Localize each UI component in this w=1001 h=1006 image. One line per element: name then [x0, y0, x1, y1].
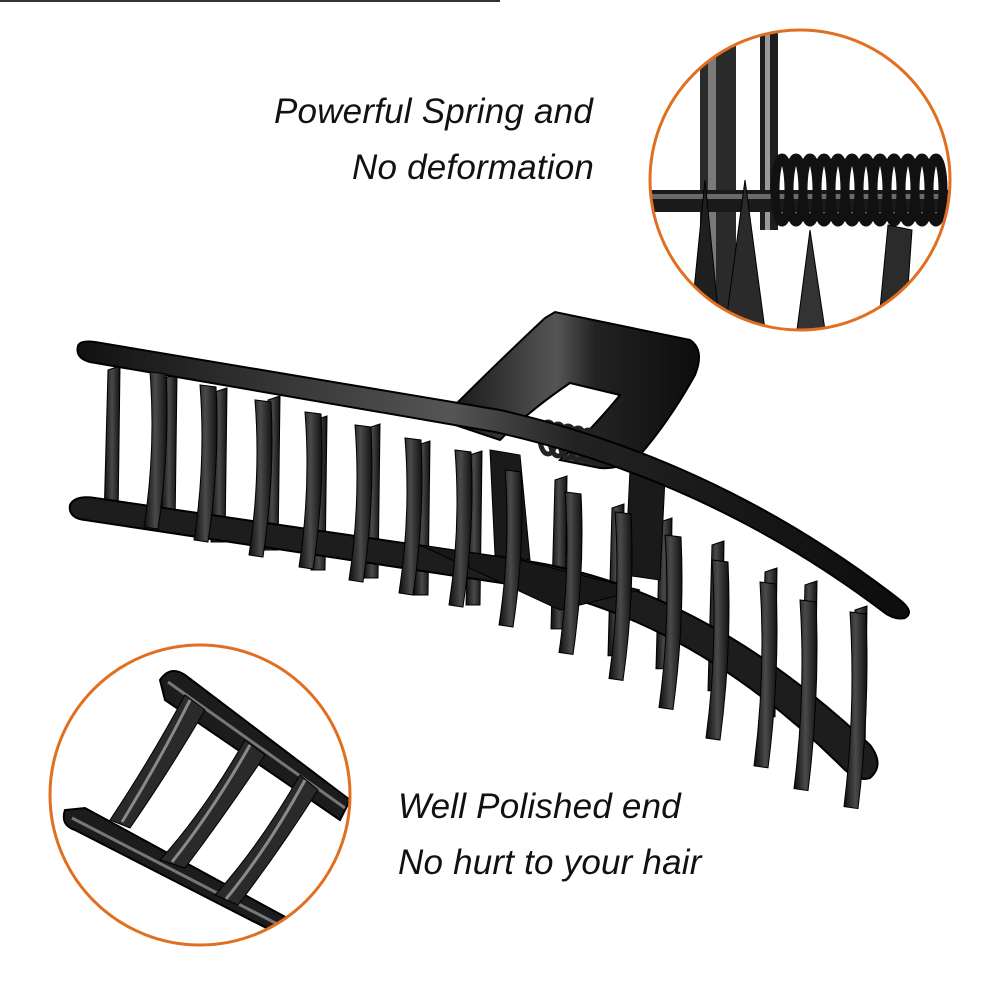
clip-tooth	[608, 511, 633, 681]
hair-claw-clip-icon	[68, 310, 910, 810]
clip-tooth	[103, 365, 121, 521]
clip-tooth	[298, 411, 323, 570]
clip-tooth	[398, 437, 423, 596]
spring-coil-loop	[924, 153, 948, 227]
spring-detail-frame	[648, 28, 952, 332]
end-detail-frame	[48, 643, 352, 947]
clip-tooth	[498, 469, 523, 628]
end-caption-line2: No hurt to your hair	[398, 843, 702, 882]
clip-tooth	[193, 384, 218, 543]
clip-tooth	[558, 491, 583, 655]
end-caption-line1: Well Polished end	[398, 787, 681, 826]
clip-tooth	[658, 534, 683, 710]
clip-tooth	[753, 581, 778, 769]
clip-tooth	[793, 599, 818, 792]
clip-tooth	[348, 424, 373, 583]
clip-tooth	[843, 611, 868, 810]
clip-tooth	[448, 449, 473, 608]
spring-caption-line1: Powerful Spring and	[274, 92, 593, 131]
polished-end-closeup-icon	[48, 643, 352, 947]
clip-tooth	[248, 399, 273, 558]
spring-closeup-icon	[648, 28, 952, 332]
clip-tooth	[705, 559, 730, 741]
spring-caption-line2: No deformation	[352, 148, 595, 187]
clip-tooth	[143, 371, 168, 530]
